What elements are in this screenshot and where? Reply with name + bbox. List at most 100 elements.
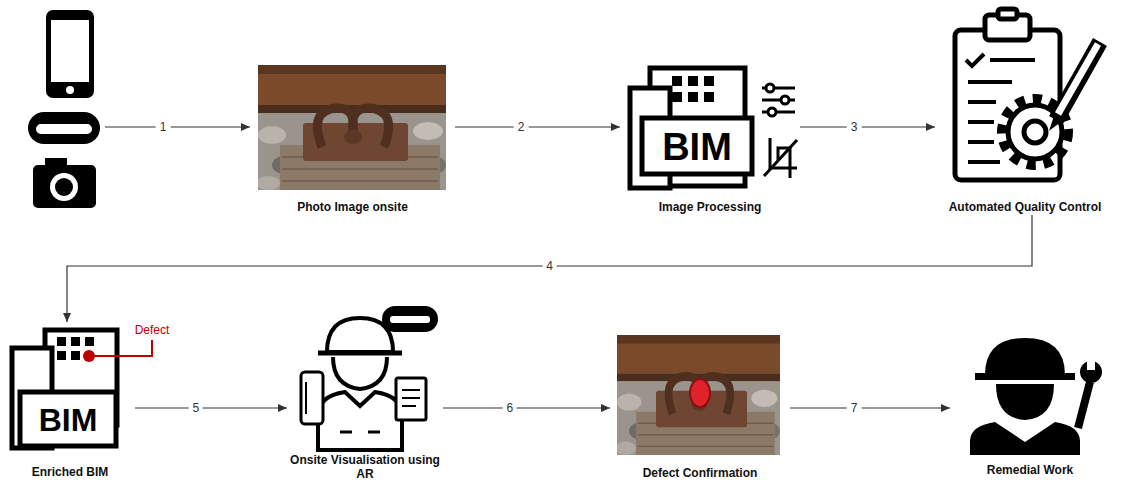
repair-worker-icon-part	[1087, 358, 1095, 370]
bim-icon-part-part	[688, 76, 698, 86]
adjust-icon-part	[766, 84, 774, 92]
adjust-icon-part	[768, 108, 776, 116]
device-icons-part	[66, 86, 74, 94]
defect-photo-part	[615, 335, 780, 455]
arrow-line	[455, 126, 620, 127]
device-icons-part	[33, 165, 96, 208]
photo-step: Photo Image onsite	[250, 60, 455, 215]
site-photo	[256, 65, 446, 190]
enriched-bim-icon-part	[20, 392, 116, 446]
bim-icon-part-part	[672, 92, 682, 102]
arrow-line	[800, 126, 935, 127]
device-icons-part	[46, 10, 94, 98]
step-caption: Photo Image onsite	[297, 200, 408, 215]
device-icons-part	[28, 112, 100, 144]
arrow-head	[611, 123, 620, 131]
quality-control-icon-part	[1051, 116, 1062, 128]
step-number: 3	[847, 120, 862, 135]
step-caption: Automated Quality Control	[949, 200, 1102, 215]
ar-inspector-icon	[301, 306, 438, 450]
enriched-bim-icon-part-part	[71, 337, 80, 346]
step-number: 5	[188, 401, 203, 416]
enriched-bim-icon-part-part	[57, 337, 66, 346]
step-caption: Enriched BIM	[32, 465, 109, 480]
visualisation-step: Onsite Visualisation using AR	[287, 300, 443, 482]
arrow-head	[601, 404, 610, 412]
arrow-head	[63, 313, 71, 322]
arrow-line	[67, 215, 1032, 322]
step-number: 7	[847, 401, 862, 416]
defect-marker-part	[83, 350, 95, 362]
enriched-bim-icon	[12, 330, 117, 448]
enriched-bim-icon-part-part	[85, 337, 94, 346]
step-number: 6	[502, 401, 517, 416]
step-caption: Image Processing	[659, 200, 762, 215]
defect-callout: Defect	[135, 324, 170, 336]
bim-icon	[630, 68, 752, 188]
ar-inspector-icon-part	[318, 351, 402, 356]
quality-control-icon-part	[1056, 42, 1100, 120]
bim-text: BIM	[662, 128, 732, 166]
bim-icon-part-part	[704, 92, 714, 102]
arrow-line	[790, 407, 950, 408]
device-icons-part	[51, 20, 89, 82]
arrow-head	[241, 123, 250, 131]
quality-step: Automated Quality Control	[935, 5, 1115, 215]
defect-photo	[615, 335, 780, 455]
arrow-line	[135, 407, 287, 408]
bim-icon-part-part	[672, 76, 682, 86]
remedial-step: Remedial Work	[950, 330, 1110, 478]
defect-marker-part	[95, 340, 152, 356]
ar-inspector-icon-part	[390, 316, 430, 323]
defect-photo-part	[690, 379, 710, 407]
arrow-head	[941, 404, 950, 412]
ar-inspector-icon-part	[340, 431, 380, 434]
bim-icon-part	[642, 118, 752, 174]
flow-arrow	[800, 123, 935, 131]
ar-inspector-icon-part	[327, 318, 393, 352]
enriched-bim-icon-part-part	[71, 351, 80, 360]
quality-control-icon-part	[966, 54, 984, 66]
ar-inspector-icon-part	[382, 306, 438, 332]
device-icons	[28, 10, 100, 208]
arrow-line	[105, 126, 250, 127]
site-photo-part	[256, 65, 446, 190]
step-caption: Onsite Visualisation using AR	[287, 453, 443, 482]
step-caption: Remedial Work	[987, 463, 1073, 478]
arrow-line	[443, 407, 610, 408]
repair-worker-icon-part	[975, 373, 1075, 380]
ar-inspector-icon-part	[305, 382, 307, 414]
defect-marker	[83, 340, 152, 362]
repair-worker-icon-part	[985, 338, 1065, 375]
repair-worker-icon-part	[1078, 382, 1090, 428]
adjust-icon	[762, 84, 797, 178]
arrow-head	[926, 123, 935, 131]
ar-inspector-icon-part	[402, 390, 420, 406]
device-icons-part	[55, 178, 73, 196]
arrow-head	[278, 404, 287, 412]
quality-control-icon-part	[1024, 121, 1046, 143]
confirmation-step: Defect Confirmation	[610, 330, 790, 481]
quality-control-icon-part	[1058, 44, 1098, 114]
quality-control-icon-part	[998, 9, 1017, 19]
device-icons-part	[36, 124, 92, 134]
flow-arrow	[63, 215, 1032, 322]
flow-arrow	[790, 404, 950, 412]
flow-arrow	[443, 404, 610, 412]
device-icons-part	[50, 173, 78, 201]
bim-text: BIM	[39, 404, 98, 436]
bim-icon-part-part	[688, 92, 698, 102]
step-number: 1	[156, 120, 171, 135]
flow-arrow	[135, 404, 287, 412]
capture-devices	[20, 5, 105, 217]
flow-arrow	[455, 123, 620, 131]
step-number: 2	[514, 120, 529, 135]
step-caption: Defect Confirmation	[643, 466, 758, 481]
ar-inspector-icon-part	[301, 372, 323, 424]
adjust-icon-part	[781, 96, 789, 104]
ar-inspector-icon-part	[396, 378, 426, 420]
repair-worker-icon-part	[996, 384, 1054, 420]
ar-inspector-icon-part	[333, 357, 387, 389]
